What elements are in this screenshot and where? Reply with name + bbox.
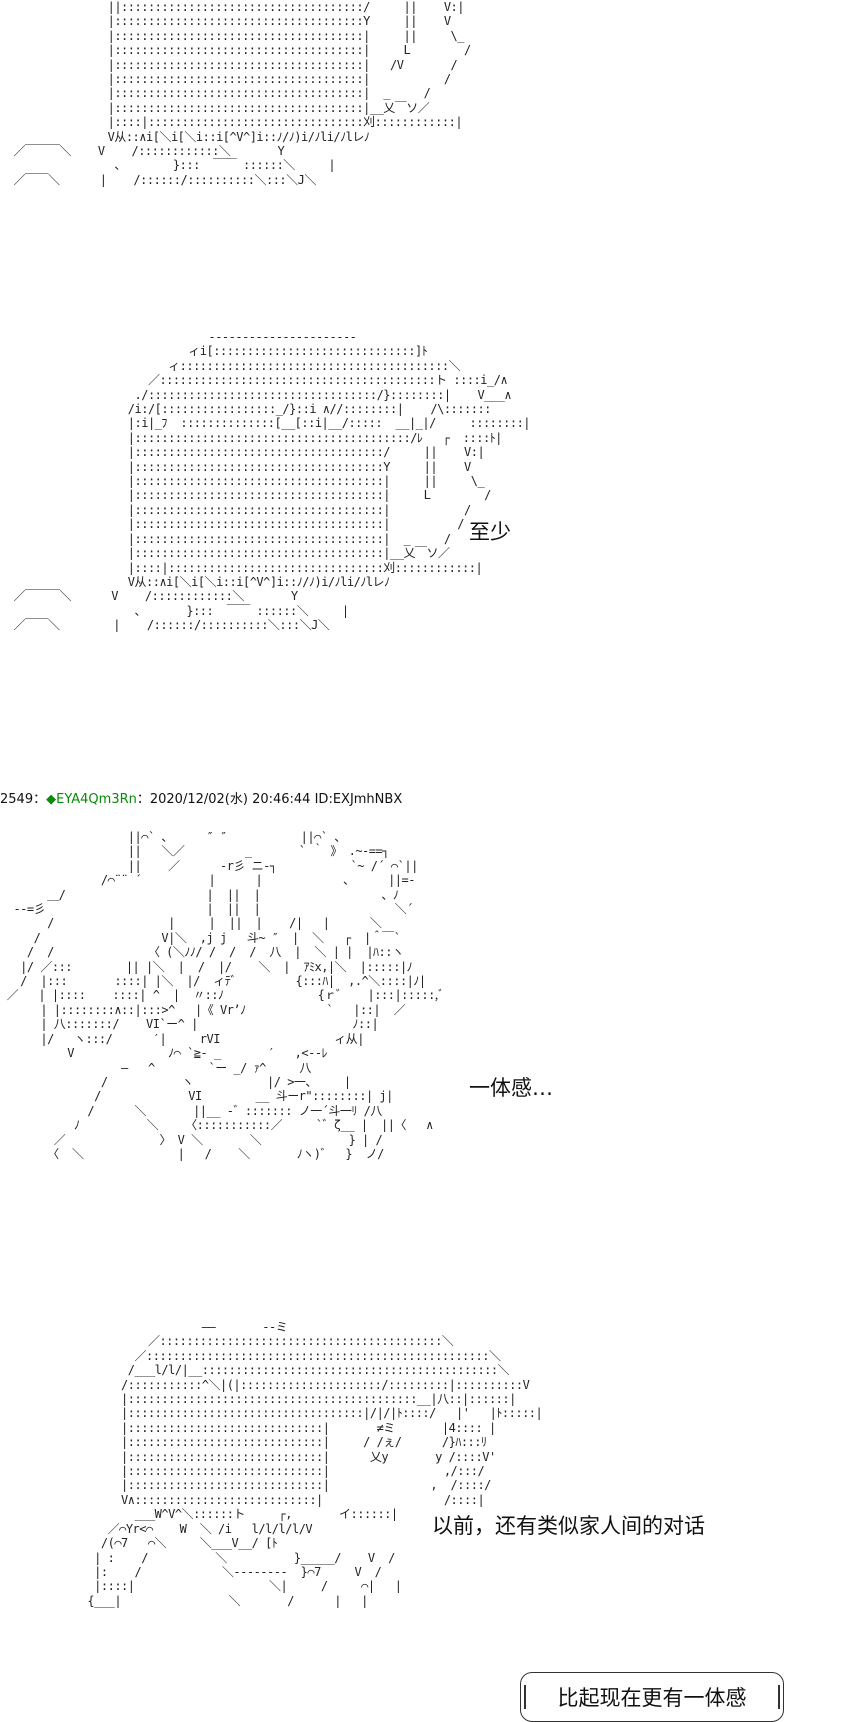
ascii-art-4: ―― --ミ ／::::::::::::::::::::::::::::::::… (87, 1320, 543, 1608)
ascii-art-1: ||::::::::::::::::::::::::::::::::::::/ … (13, 0, 471, 187)
ascii-art-3: ||⌒` 、 ″ ″ ||⌒` 、 || ＼／ _ ` ｀ 》 .~-==┐ |… (6, 830, 444, 1161)
aa-panel-4: ―― --ミ ／::::::::::::::::::::::::::::::::… (0, 1320, 867, 1654)
trip-mark-icon: ◆ (46, 792, 57, 807)
caption-2: 比起现在更有一体感 (557, 1686, 747, 1710)
aa-panel-2: ---------------------- ィi[::::::::::::::… (0, 320, 867, 720)
poster-trip[interactable]: EYA4Qm3Rn (56, 792, 137, 807)
post-separator: ： (33, 792, 47, 807)
post-datetime: ：2020/12/02(水) 20:46:44 (136, 792, 311, 807)
ascii-art-2: ---------------------- ィi[::::::::::::::… (13, 330, 531, 633)
caption-3: 一体感… (469, 1076, 553, 1100)
caption-4: 以前，还有类似家人间的对话 (432, 1514, 705, 1538)
poster-id: ID:EXJmhNBX (314, 792, 403, 807)
speech-bubble: 比起现在更有一体感 (520, 1672, 784, 1722)
post-number: 2549 (0, 792, 34, 807)
post-header: 2549：◆EYA4Qm3Rn：2020/12/02(水) 20:46:44 I… (0, 788, 402, 807)
caption-1: 至少 (469, 520, 511, 544)
aa-panel-3: ||⌒` 、 ″ ″ ||⌒` 、 || ＼／ _ ` ｀ 》 .~-==┐ |… (0, 810, 867, 1722)
aa-panel-1: ||::::::::::::::::::::::::::::::::::::/ … (0, 0, 867, 240)
